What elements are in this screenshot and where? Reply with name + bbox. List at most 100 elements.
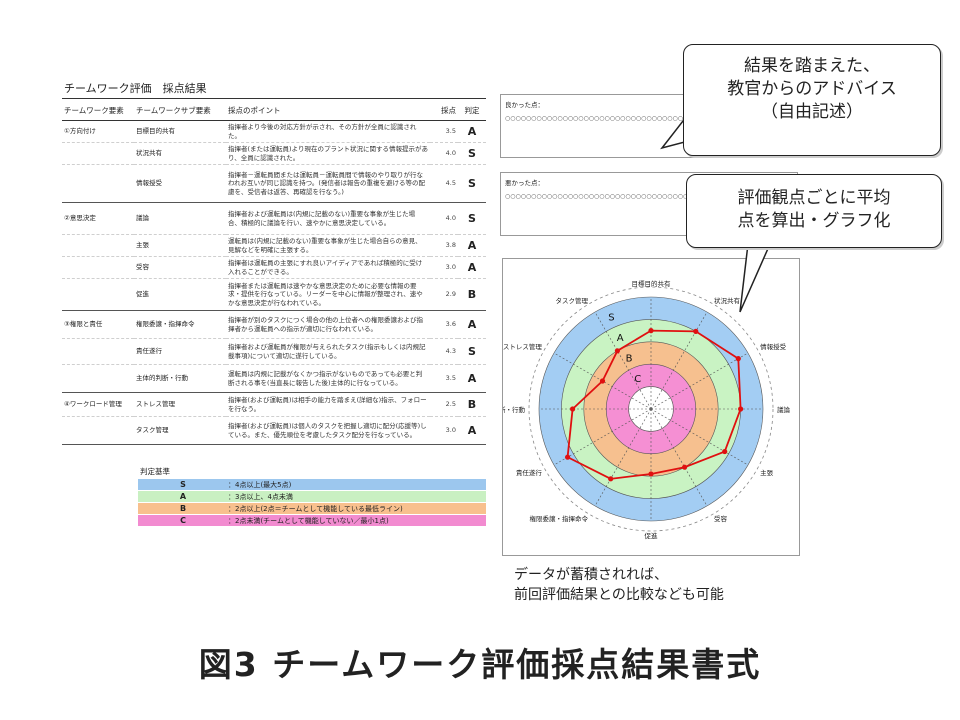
- points-cell: 運転員は内規に記載がなくかつ指示がないものであっても必要と判断される事を(当直長…: [226, 364, 430, 393]
- score-cell: 2.5: [430, 392, 458, 417]
- spoke-line: [594, 311, 652, 410]
- points-cell: 運転員は(内規に記載のない)重要な事象が生じた場合自らの意見、見解などを明確に主…: [226, 234, 430, 257]
- spoke-line: [650, 408, 708, 507]
- score-cell: 3.5: [430, 120, 458, 143]
- subelement-cell: 目標目的共有: [134, 120, 226, 143]
- table-row: 状況共有指揮者(または運転員)より現在のプラント状況に関する情報提示があり、全員…: [62, 142, 486, 165]
- criteria-text: ：4点以上(最大5点): [228, 480, 292, 489]
- score-cell: 3.5: [430, 364, 458, 393]
- criteria-row-a: A ：3点以上、4点未満: [138, 491, 486, 502]
- criteria-title: 判定基準: [140, 467, 170, 476]
- grade-cell: S: [458, 202, 486, 235]
- radar-chart-box: SABC目標目的共有状況共有情報授受議論主張受容促進権限委譲・指揮命令責任遂行主…: [473, 258, 800, 556]
- subelement-cell: 責任遂行: [134, 338, 226, 365]
- average-callout: 評価観点ごとに平均 点を算出・グラフ化: [686, 174, 942, 248]
- table-row: 責任遂行指揮者および運転員が権限が与えられたタスク(指示もしくは内規記載事項)に…: [62, 338, 486, 365]
- good-points-text: ○○○○○○○○○○○○○○○○○○○○○○○○○○○○○○○○○○○○○○○○…: [505, 115, 783, 122]
- table-row: 主張運転員は(内規に記載のない)重要な事象が生じた場合自らの意見、見解などを明確…: [62, 234, 486, 257]
- axis-label: 状況共有: [714, 296, 741, 305]
- axis-label: ストレス管理: [503, 342, 542, 351]
- table-header-row: チームワーク要素 チームワークサブ要素 採点のポイント 採点 判定: [62, 102, 486, 121]
- advice-callout: 結果を踏まえた、 教官からのアドバイス （自由記述）: [683, 44, 941, 156]
- score-cell: 4.5: [430, 164, 458, 203]
- score-cell: 3.8: [430, 234, 458, 257]
- criteria-row-s: S ：4点以上(最大5点): [138, 479, 486, 490]
- axis-label: 情報授受: [760, 342, 787, 351]
- score-cell: 4.3: [430, 338, 458, 365]
- grade-cell: A: [458, 234, 486, 257]
- advice-callout-text: 結果を踏まえた、 教官からのアドバイス （自由記述）: [727, 56, 897, 122]
- points-cell: 指揮者より今後の対応方針が示され、その方針が全員に認識された。: [226, 120, 430, 143]
- grade-cell: A: [458, 256, 486, 279]
- points-cell: 指揮者(および運転員)は相手の能力を踏まえ(詳細な)指示、フォローを行なう。: [226, 392, 430, 417]
- category-cell: [62, 278, 134, 311]
- axis-label: タスク管理: [556, 296, 589, 305]
- series-point: [570, 406, 576, 412]
- table-row: 促進指揮者または運転員は速やかな意思決定のために必要な情報の要求・提供を行なって…: [62, 278, 486, 311]
- spoke-line: [650, 408, 749, 466]
- score-cell: 4.0: [430, 142, 458, 165]
- grade-cell: A: [458, 364, 486, 393]
- grade-cell: S: [458, 338, 486, 365]
- header-subelement: チームワークサブ要素: [134, 102, 226, 121]
- table-row: ①方向付け目標目的共有指揮者より今後の対応方針が示され、その方針が全員に認識され…: [62, 120, 486, 143]
- header-points: 採点のポイント: [226, 102, 430, 121]
- category-cell: [62, 256, 134, 279]
- criteria-level: S: [180, 480, 186, 489]
- radar-chart: SABC目標目的共有状況共有情報授受議論主張受容促進権限委譲・指揮命令責任遂行主…: [473, 279, 791, 540]
- points-cell: 指揮者－運転員間または運転員－運転員間で情報のやり取りが行なわれお互いが同じ認識…: [226, 164, 430, 203]
- table-row: 受容指揮者は運転員の主張にすれ良いアイディアであれば積極的に受け入れることができ…: [62, 256, 486, 279]
- subelement-cell: 受容: [134, 256, 226, 279]
- axis-label: 主体的判断・行動: [503, 405, 526, 414]
- series-point: [722, 448, 728, 455]
- category-cell: [62, 364, 134, 393]
- points-cell: 指揮者または運転員は速やかな意思決定のために必要な情報の要求・提供を行なっている…: [226, 278, 430, 311]
- grade-cell: S: [458, 164, 486, 203]
- points-cell: 指揮者および運転員が権限が与えられたタスク(指示もしくは内規記載事項)について適…: [226, 338, 430, 365]
- grade-cell: A: [458, 416, 486, 445]
- outer-guide-ring: [528, 286, 774, 532]
- criteria-text: ：2点以上(2点＝チームとして機能している最低ライン): [228, 504, 403, 513]
- table-row: ③権限と責任権限委譲・指揮命令指揮者が別のタスクにつく場合の他の上位者への権限委…: [62, 310, 486, 339]
- series-point: [693, 328, 699, 335]
- category-cell: ①方向付け: [62, 120, 134, 143]
- points-cell: 指揮者は運転員の主張にすれ良いアイディアであれば積極的に受け入れることができる。: [226, 256, 430, 279]
- series-point: [614, 348, 620, 354]
- series-point: [682, 464, 688, 470]
- category-cell: ④ワークロード管理: [62, 392, 134, 417]
- score-table: チームワーク要素 チームワークサブ要素 採点のポイント 採点 判定 ①方向付け目…: [62, 102, 486, 445]
- table-row: 情報授受指揮者－運転員間または運転員－運転員間で情報のやり取りが行なわれお互いが…: [62, 164, 486, 203]
- score-cell: 3.6: [430, 310, 458, 339]
- series-point: [648, 471, 654, 477]
- series-point: [608, 476, 614, 482]
- criteria-text: ：3点以上、4点未満: [228, 492, 293, 501]
- criteria-row-c: C ：2点未満(チームとして機能していない／最小1点): [138, 515, 486, 526]
- score-sheet: チームワーク評価 採点結果 チームワーク要素 チームワークサブ要素 採点のポイン…: [62, 76, 486, 574]
- axis-label: 責任遂行: [516, 468, 543, 477]
- category-cell: ③権限と責任: [62, 310, 134, 339]
- axis-label: 目標目的共有: [632, 279, 672, 288]
- band-letter-s: S: [608, 312, 614, 323]
- bad-points-label: 悪かった点：: [505, 179, 544, 187]
- series-point: [648, 328, 654, 334]
- band-letter-b: B: [626, 353, 633, 364]
- category-cell: [62, 416, 134, 445]
- subelement-cell: 議論: [134, 202, 226, 235]
- category-cell: ②意思決定: [62, 202, 134, 235]
- subelement-cell: 情報授受: [134, 164, 226, 203]
- axis-label: 促進: [645, 531, 659, 540]
- table-row: タスク管理指揮者(および運転員)は個人のタスクを把握し適切に配分(応援等)してい…: [62, 416, 486, 445]
- band-letter-a: A: [617, 333, 624, 344]
- spoke-line: [553, 408, 652, 466]
- series-point: [564, 454, 571, 460]
- axis-label: 権限委譲・指揮命令: [530, 514, 589, 523]
- header-grade: 判定: [458, 102, 486, 121]
- subelement-cell: 主体的判断・行動: [134, 364, 226, 393]
- note-text: データが蓄積されれば、 前回評価結果との比較なども可能: [514, 567, 724, 603]
- spoke-line: [594, 408, 652, 507]
- series-point: [599, 378, 606, 384]
- points-cell: 指揮者(および運転員)は個人のタスクを把握し適切に配分(応援等)している。また、…: [226, 416, 430, 445]
- category-cell: [62, 338, 134, 365]
- average-callout-text: 評価観点ごとに平均 点を算出・グラフ化: [737, 188, 891, 231]
- good-points-label: 良かった点：: [505, 101, 544, 109]
